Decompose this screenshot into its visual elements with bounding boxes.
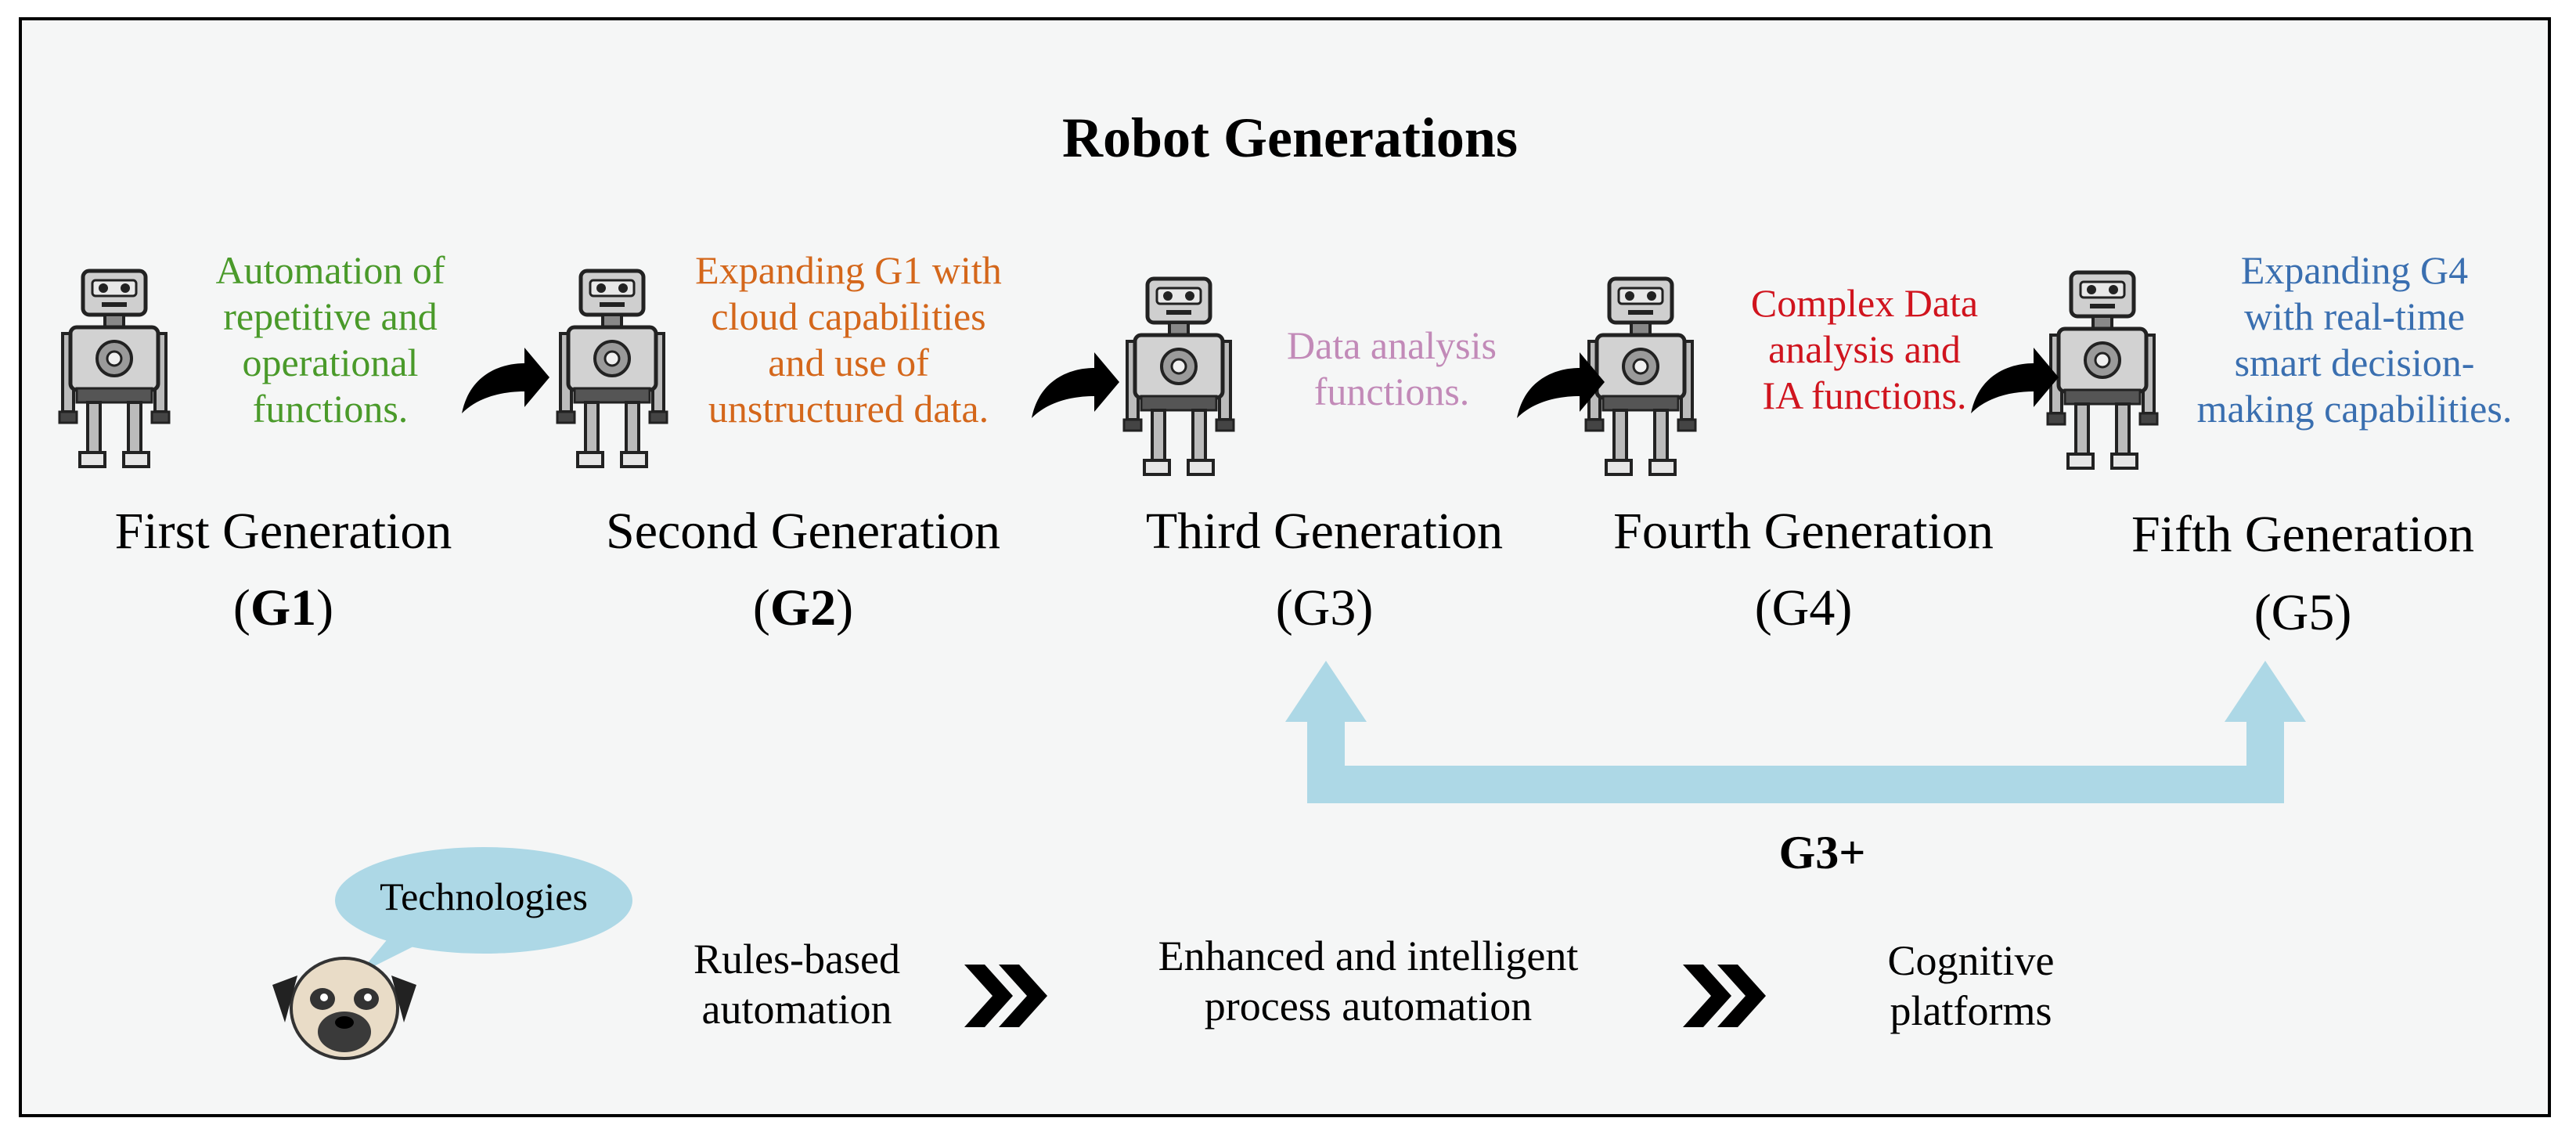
diagram-frame: Robot Generations Automation of repetiti… [19, 17, 2551, 1117]
g3-code: (G3) [1275, 579, 1374, 637]
g2-code-open: ( [752, 579, 770, 637]
robot-icon-g3 [1124, 279, 1234, 474]
g2-code-close: ) [836, 579, 854, 637]
double-chevron-icon-2 [1683, 965, 1766, 1027]
robot-icon-g4 [1586, 279, 1695, 474]
g1-description: Automation of repetitive and operational… [215, 248, 445, 431]
diagram-canvas [22, 20, 2306, 1060]
g5-description: Expanding G4 with real-time smart decisi… [2196, 248, 2513, 431]
technologies-bubble [335, 847, 632, 954]
g3-name: Third Generation [1145, 503, 1504, 560]
g3-description: Data analysis functions. [1287, 323, 1497, 413]
pug-icon [272, 957, 416, 1060]
g3plus-bracket [1285, 661, 2306, 803]
g2-description: Expanding G1 with cloud capabilities and… [695, 248, 1002, 431]
g1-code: (G1) [174, 578, 393, 639]
tech-stage-intelligent: Enhanced and intelligent process automat… [1158, 932, 1579, 1030]
g2-name: Second Generation [606, 503, 1000, 560]
diagram-title: Robot Generations [1062, 106, 1518, 169]
g4-description: Complex Data analysis and IA functions. [1750, 281, 1979, 417]
robot-icon-g2 [557, 271, 667, 467]
g5-name: Fifth Generation [2131, 506, 2475, 563]
g4-code: (G4) [1754, 579, 1853, 637]
technologies-label: Technologies [380, 875, 588, 918]
curved-arrow-icon-2 [1032, 352, 1119, 418]
robot-icon-g1 [59, 271, 169, 467]
g1-code-text: G1 [250, 579, 317, 637]
g2-code: (G2) [694, 578, 913, 639]
g3plus-label: G3+ [1778, 827, 1866, 878]
g1-code-close: ) [316, 579, 334, 637]
g2-code-text: G2 [769, 579, 837, 637]
g1-code-open: ( [232, 579, 250, 637]
g4-name: Fourth Generation [1613, 503, 1994, 560]
double-chevron-icon-1 [964, 965, 1047, 1027]
tech-stage-cognitive: Cognitive platforms [1887, 937, 2055, 1034]
g1-name: First Generation [114, 503, 452, 560]
robot-icon-g5 [2048, 272, 2157, 468]
tech-stage-rules-based: Rules-based automation [694, 936, 900, 1033]
g5-code: (G5) [2254, 584, 2352, 641]
